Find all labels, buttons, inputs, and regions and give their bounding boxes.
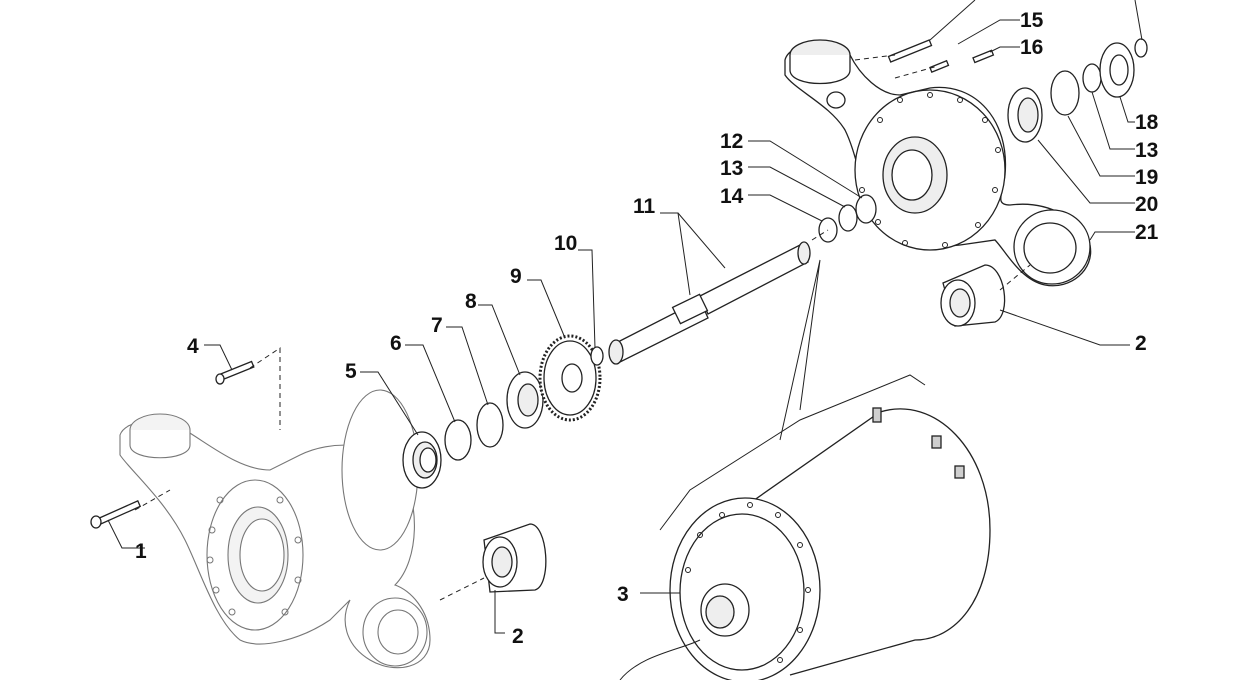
callout-2-lower: 2 bbox=[512, 625, 524, 648]
bolt-part-16 bbox=[929, 49, 995, 73]
bushing-part-2-lower bbox=[482, 523, 547, 593]
callout-11: 11 bbox=[633, 195, 656, 218]
callout-1: 1 bbox=[135, 540, 147, 563]
callout-16: 16 bbox=[1020, 36, 1043, 59]
bearing-part-20 bbox=[1007, 87, 1043, 143]
ring-part-10 bbox=[590, 346, 604, 366]
leader-lines bbox=[107, 0, 1143, 634]
circlip-part-13-right bbox=[1082, 63, 1102, 93]
callout-20: 20 bbox=[1135, 193, 1158, 216]
bolt-part-1 bbox=[90, 500, 142, 529]
bushing-part-2-upper bbox=[940, 264, 1006, 327]
left-swing-arm-housing bbox=[119, 389, 431, 669]
callout-9: 9 bbox=[510, 265, 522, 288]
callout-10: 10 bbox=[554, 232, 577, 255]
callout-6: 6 bbox=[390, 332, 402, 355]
electric-motor bbox=[619, 259, 991, 680]
output-shaft bbox=[608, 241, 811, 365]
ring-part-8 bbox=[506, 371, 544, 429]
callout-19: 19 bbox=[1135, 166, 1158, 189]
assembly-lines bbox=[134, 54, 1031, 601]
callout-7: 7 bbox=[431, 314, 443, 337]
callout-13-right: 13 bbox=[1135, 139, 1158, 162]
callout-4: 4 bbox=[187, 335, 199, 358]
callout-12: 12 bbox=[720, 130, 743, 153]
motor-terminals bbox=[872, 407, 965, 479]
callout-2-upper: 2 bbox=[1135, 332, 1147, 355]
circlip-part-19 bbox=[1050, 70, 1080, 116]
circlip-part-6 bbox=[444, 419, 472, 461]
callout-3: 3 bbox=[617, 583, 629, 606]
circlip-part-13-left bbox=[838, 204, 858, 232]
callout-15: 15 bbox=[1020, 9, 1044, 32]
ring-part-12 bbox=[855, 194, 877, 224]
bearing-part-5 bbox=[402, 431, 442, 489]
circlip-top-right bbox=[1134, 38, 1148, 58]
circlip-part-7 bbox=[476, 402, 504, 448]
right-swing-arm-housing bbox=[784, 39, 1092, 287]
gear-part-9 bbox=[538, 334, 602, 422]
callout-8: 8 bbox=[465, 290, 477, 313]
callout-21: 21 bbox=[1135, 221, 1159, 244]
callout-13-left: 13 bbox=[720, 157, 743, 180]
bolt-part-4 bbox=[215, 360, 255, 385]
callout-14: 14 bbox=[720, 185, 744, 208]
washer-part-18 bbox=[1099, 42, 1135, 98]
callout-18: 18 bbox=[1135, 111, 1159, 134]
callout-5: 5 bbox=[345, 360, 357, 383]
bolt-part-15 bbox=[887, 39, 933, 63]
